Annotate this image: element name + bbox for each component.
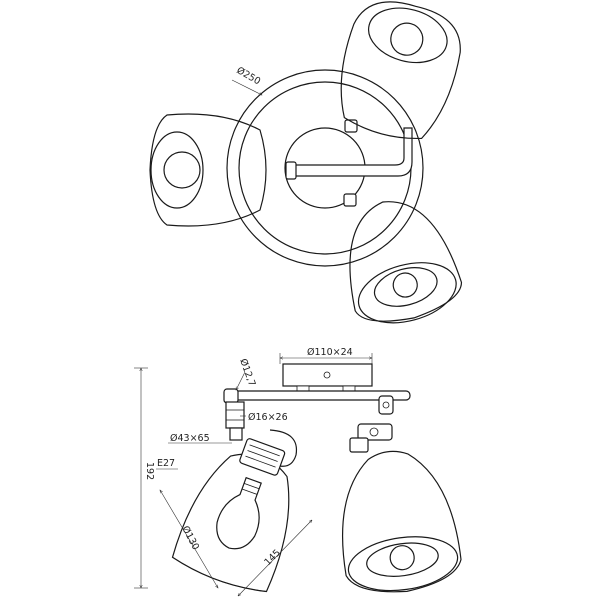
dim-total-height: 192 [144,462,155,480]
dim-arm: Ø12,7 [237,357,257,388]
dim-socket: E27 [157,458,175,469]
arm-bar [291,127,413,177]
shade-left [149,113,267,227]
dim-shade-length: 145 [262,548,283,569]
shade-side-right [341,450,462,593]
side-view: Ø110×24 Ø12,7 Ø16×26 Ø43×65 E27 [134,347,462,599]
knuckle-bottom [343,193,357,207]
dim-shade-diameter: Ø130 [179,524,201,552]
ceiling-base [282,363,373,387]
ring-outer [226,69,424,267]
dim-base: Ø110×24 [307,347,353,358]
shade-bottom [349,201,463,324]
top-view: Ø250 [149,1,463,324]
shade-side-left [171,438,290,593]
knuckle-left-side [225,401,245,429]
dim-knuckle: Ø16×26 [248,412,288,423]
knuckle-left [285,161,297,180]
shade-top [340,1,461,139]
dim-ring-diameter: Ø250 [235,65,263,87]
dim-holder: Ø43×65 [170,433,210,444]
